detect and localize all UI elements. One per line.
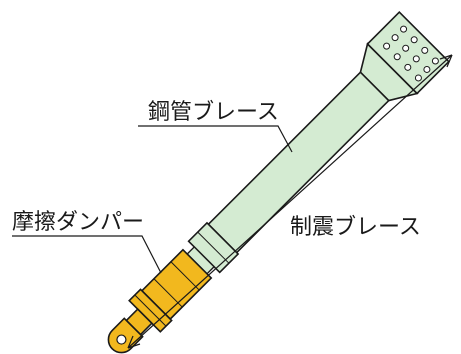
bolt-holes xyxy=(383,25,439,82)
damping-brace-label: 制震ブレース xyxy=(290,215,421,240)
damper-clevis xyxy=(107,317,144,354)
friction-damper xyxy=(107,248,213,354)
friction-damper-leader xyxy=(12,235,162,274)
friction-damper-label: 摩擦ダンパー xyxy=(12,210,144,235)
clevis-pin-hole xyxy=(116,334,127,345)
leader-lines xyxy=(12,125,293,274)
steel-pipe-brace xyxy=(186,11,450,275)
steel-pipe-leader xyxy=(138,125,293,153)
damping-brace-dimension-arrow xyxy=(127,54,453,349)
steel-pipe-brace-label: 鋼管ブレース xyxy=(148,100,279,125)
